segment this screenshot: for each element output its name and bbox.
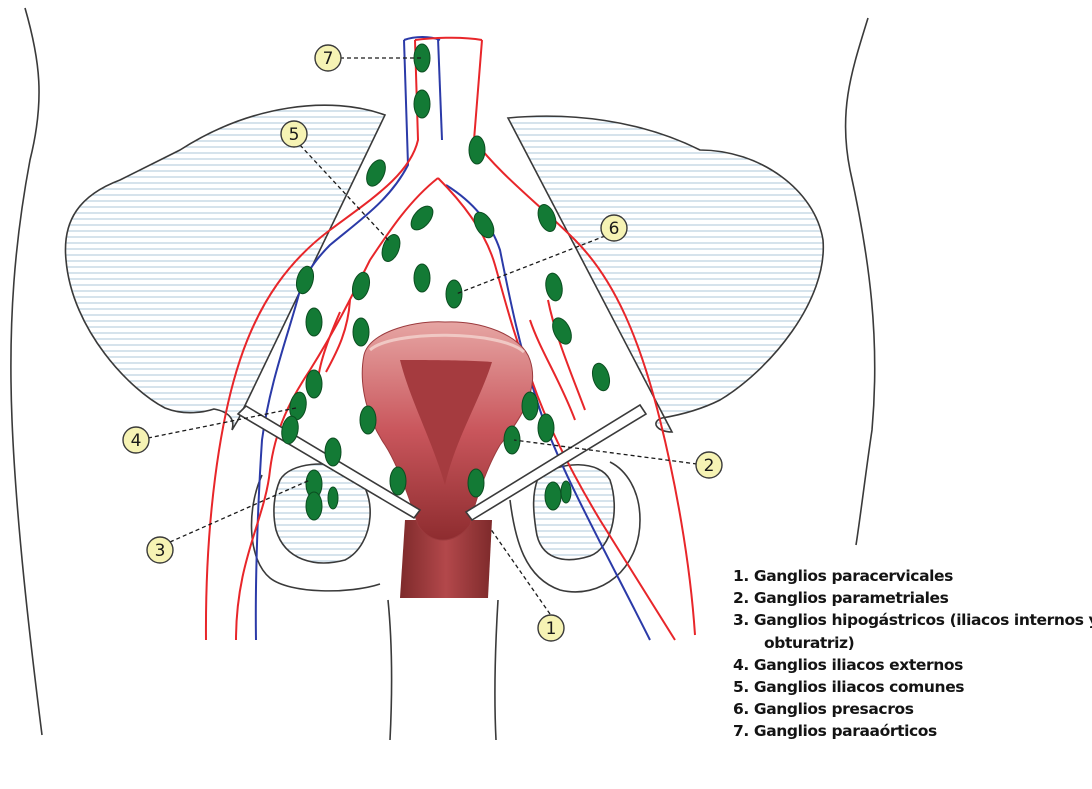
- lymph-node: [350, 270, 373, 301]
- lymph-node: [360, 406, 376, 434]
- svg-text:5: 5: [289, 125, 300, 145]
- lymph-node: [306, 308, 322, 336]
- lymph-node: [446, 280, 462, 308]
- lymph-node: [538, 414, 554, 442]
- svg-text:6: 6: [609, 219, 620, 239]
- legend-item-6: 6. Ganglios presacros: [733, 698, 1088, 720]
- lymph-node: [468, 469, 484, 497]
- svg-text:4: 4: [131, 431, 142, 451]
- lymph-node: [379, 232, 404, 264]
- lymph-node: [544, 272, 565, 302]
- svg-text:3: 3: [155, 541, 166, 561]
- lymph-node: [414, 264, 430, 292]
- legend-item-7: 7. Ganglios paraaórticos: [733, 720, 1088, 742]
- legend-item-3: 3. Ganglios hipogástricos (iliacos inter…: [733, 609, 1088, 631]
- lymph-node: [590, 361, 613, 392]
- callout-6: 6: [601, 215, 627, 241]
- lymph-node: [363, 157, 389, 189]
- callout-3: 3: [147, 537, 173, 563]
- legend-item-3-continuation: obturatriz): [733, 632, 1088, 654]
- legend-item-2: 2. Ganglios parametriales: [733, 587, 1088, 609]
- lymph-node: [390, 467, 406, 495]
- lymph-node: [407, 202, 437, 234]
- lymph-node: [545, 482, 561, 510]
- callout-5: 5: [281, 121, 307, 147]
- lymph-node: [414, 44, 430, 72]
- legend-item-4: 4. Ganglios iliacos externos: [733, 654, 1088, 676]
- lymph-node: [522, 392, 538, 420]
- legend: 1. Ganglios paracervicales 2. Ganglios p…: [733, 565, 1088, 743]
- lymph-node: [325, 438, 341, 466]
- svg-text:2: 2: [704, 456, 715, 476]
- lymph-node: [561, 481, 571, 503]
- lymph-node: [504, 426, 520, 454]
- callout-2: 2: [696, 452, 722, 478]
- callout-1: 1: [538, 615, 564, 641]
- callout-7: 7: [315, 45, 341, 71]
- callout-4: 4: [123, 427, 149, 453]
- lymph-node: [414, 90, 430, 118]
- lymph-node: [306, 492, 322, 520]
- legend-item-5: 5. Ganglios iliacos comunes: [733, 676, 1088, 698]
- svg-text:1: 1: [546, 619, 557, 639]
- legend-item-1: 1. Ganglios paracervicales: [733, 565, 1088, 587]
- svg-text:7: 7: [323, 49, 334, 69]
- lymph-node: [469, 136, 485, 164]
- uterus: [362, 322, 532, 598]
- lymph-node: [328, 487, 338, 509]
- left-iliac-wing: [65, 105, 385, 430]
- lymph-node: [306, 370, 322, 398]
- leader-line-6: [456, 236, 605, 294]
- lymph-node: [353, 318, 369, 346]
